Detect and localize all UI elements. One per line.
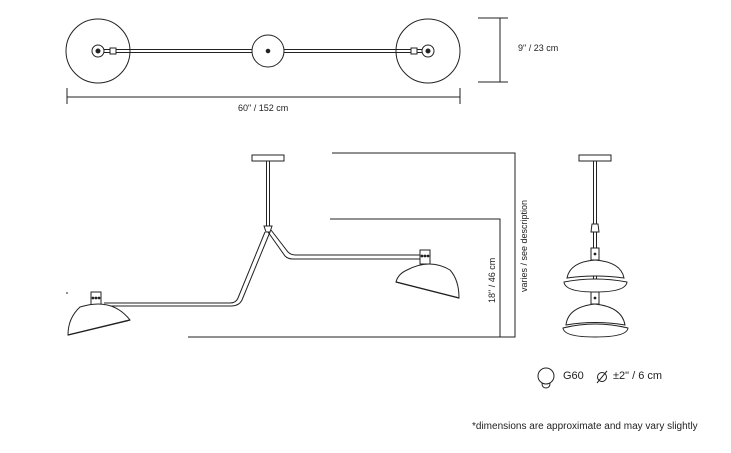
height-guide-lines <box>188 152 516 338</box>
width-dimension-line <box>66 88 461 104</box>
diameter-text: ±2" / 6 cm <box>613 370 663 382</box>
bulb-icon <box>537 367 555 389</box>
depth-label: 9" / 23 cm <box>518 43 559 53</box>
drop-label: 18" / 46 cm <box>487 257 497 303</box>
bulb-type: G60 <box>563 370 584 382</box>
front-hub <box>590 223 600 233</box>
side-hub <box>263 225 273 233</box>
width-label: 60" / 152 cm <box>238 103 289 113</box>
top-arm-left <box>104 49 252 53</box>
side-right-shade <box>395 249 460 299</box>
top-left-shade <box>65 18 131 84</box>
top-view <box>65 18 461 84</box>
front-upper-shade <box>563 247 628 293</box>
top-canopy-dot <box>265 48 271 54</box>
top-right-socket-dot <box>425 48 431 54</box>
footnote: *dimensions are approximate and may vary… <box>472 421 698 432</box>
top-arm-right <box>284 49 422 53</box>
top-left-socket-dot <box>95 48 101 54</box>
side-left-shade <box>67 291 131 336</box>
side-stem <box>266 161 270 226</box>
front-lower-shade <box>562 291 629 338</box>
front-view <box>562 154 629 338</box>
height-label: varies / see description <box>519 199 529 292</box>
top-left-socket <box>91 44 105 58</box>
top-right-joint <box>410 47 418 55</box>
top-canopy <box>251 34 285 68</box>
top-right-socket <box>421 44 435 58</box>
top-left-joint <box>109 47 117 55</box>
front-stem <box>593 161 597 224</box>
front-canopy <box>578 154 612 162</box>
side-view <box>66 154 460 336</box>
diameter-icon <box>596 370 608 384</box>
depth-dimension-line <box>478 17 508 83</box>
side-arm-right <box>267 229 420 260</box>
side-canopy <box>251 154 285 162</box>
top-right-shade <box>395 18 461 84</box>
side-arm-left <box>104 231 271 307</box>
